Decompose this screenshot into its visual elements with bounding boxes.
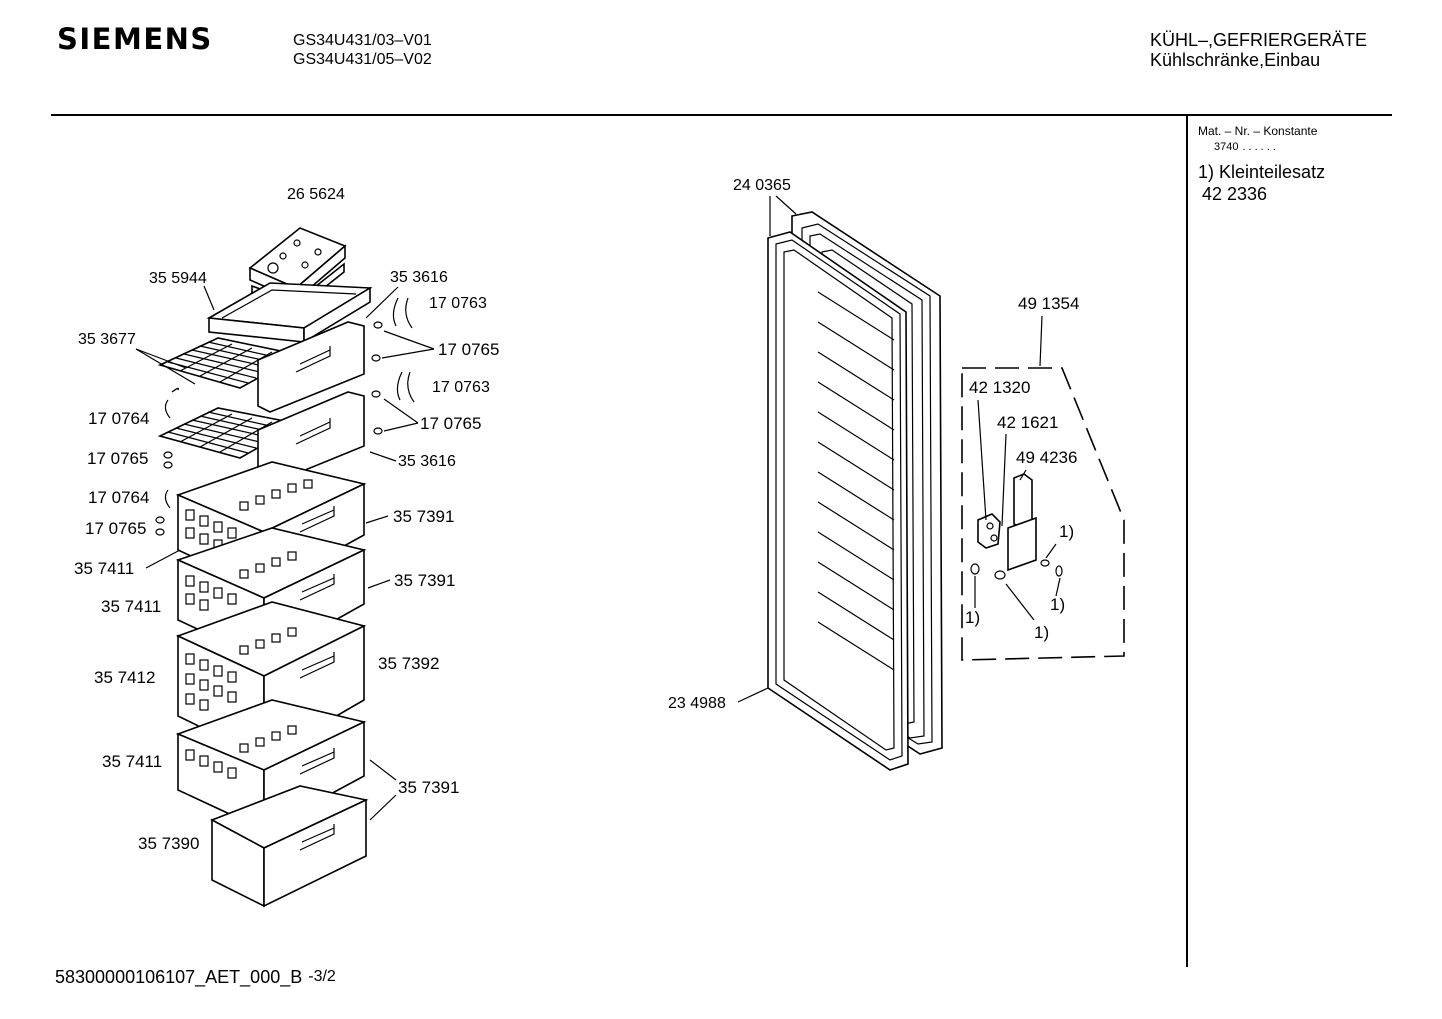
- label-170764-top: 17 0764: [88, 409, 149, 428]
- door-assembly: [737, 195, 943, 771]
- konstante-dots: ......: [1242, 141, 1279, 153]
- part-355944-shape: [206, 282, 373, 344]
- label-kit-1a: 1): [1059, 522, 1074, 541]
- label-kit-1c: 1): [965, 608, 980, 627]
- small-hardware-left: [155, 297, 415, 536]
- footer-document-id: 58300000106107_AET_000_B -3/2: [55, 967, 336, 988]
- label-357411-top: 35 7411: [74, 559, 134, 578]
- kit-small-parts: [970, 543, 1063, 621]
- label-491354: 49 1354: [1018, 294, 1079, 313]
- label-170763-mid: 17 0763: [432, 379, 490, 396]
- drawer-basket-5: [210, 785, 369, 908]
- page-number: -3/2: [308, 968, 336, 985]
- label-kit-1b: 1): [1050, 595, 1065, 614]
- brand-logo: SIEMENS: [57, 22, 213, 56]
- label-357412: 35 7412: [94, 668, 155, 687]
- hinge-part-421320-shape: [977, 399, 1001, 549]
- kit-label: 1) Kleinteilesatz: [1198, 162, 1326, 182]
- label-170764-bottom: 17 0764: [88, 488, 149, 507]
- drawer-front-1: [257, 321, 365, 413]
- model-number-1: GS34U431/03–V01: [293, 32, 432, 49]
- label-kit-1d: 1): [1034, 623, 1049, 642]
- label-494236: 49 4236: [1016, 448, 1077, 467]
- drawer-stack: [155, 227, 415, 908]
- label-170765-top: 17 0765: [438, 340, 499, 359]
- konstante-label: Mat. – Nr. – Konstante: [1198, 124, 1318, 138]
- sidebar-info: Mat. – Nr. – Konstante 3740...... 1) Kle…: [1198, 124, 1325, 204]
- label-353677: 35 3677: [78, 331, 136, 348]
- konstante-value: 3740: [1214, 141, 1239, 153]
- label-353616-mid: 35 3616: [398, 453, 456, 470]
- doc-id: 58300000106107_AET_000_B: [55, 967, 303, 987]
- label-357391-bottom: 35 7391: [398, 778, 459, 797]
- door-gasket: [767, 231, 909, 771]
- kit-number: 42 2336: [1202, 184, 1268, 204]
- hinge-part-494236-shape: [1001, 433, 1037, 572]
- label-240365: 24 0365: [733, 177, 791, 194]
- model-numbers: GS34U431/03–V01 GS34U431/05–V02: [293, 31, 432, 69]
- drawer-basket-3: [175, 601, 367, 760]
- hinge-kit: [961, 315, 1125, 661]
- label-421320: 42 1320: [969, 378, 1030, 397]
- model-number-2: GS34U431/05–V02: [293, 51, 432, 68]
- label-353616-top: 35 3616: [390, 269, 448, 286]
- label-170765-left: 17 0765: [87, 449, 148, 468]
- label-357390: 35 7390: [138, 834, 199, 853]
- label-357391-top: 35 7391: [393, 507, 454, 526]
- label-234988: 23 4988: [668, 695, 726, 712]
- category-line-1: KÜHL–,GEFRIERGERÄTE: [1150, 30, 1368, 50]
- label-170765-mid: 17 0765: [420, 414, 481, 433]
- label-421621: 42 1621: [997, 413, 1058, 432]
- label-355944: 35 5944: [149, 270, 207, 287]
- label-357392: 35 7392: [378, 654, 439, 673]
- sidebar-divider: [1186, 116, 1188, 967]
- category-line-2: Kühlschränke,Einbau: [1150, 50, 1321, 70]
- label-170765-bottom: 17 0765: [85, 519, 146, 538]
- part-labels: 26 5624 35 5944 35 3616 17 0763 35 3677 …: [74, 177, 1079, 853]
- label-170763-top: 17 0763: [429, 295, 487, 312]
- appliance-category: KÜHL–,GEFRIERGERÄTE Kühlschränke,Einbau: [1150, 30, 1367, 70]
- konstante-value-row: 3740......: [1214, 141, 1279, 153]
- leaders-left: [135, 285, 435, 821]
- label-357391-mid: 35 7391: [394, 571, 455, 590]
- header-divider: [51, 114, 1392, 116]
- label-357411-bottom: 35 7411: [102, 752, 162, 771]
- label-265624: 26 5624: [287, 186, 345, 203]
- door-shelf-lines: [817, 291, 895, 671]
- label-357411-mid: 35 7411: [101, 597, 161, 616]
